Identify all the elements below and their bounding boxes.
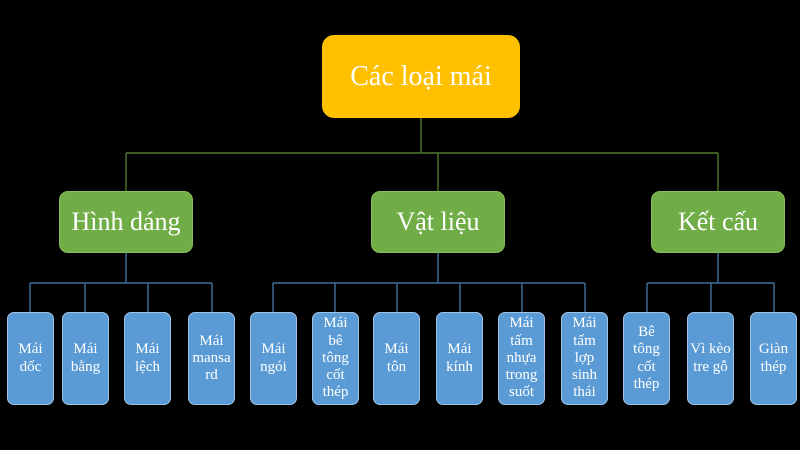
branch-node-label: Vật liệu — [396, 207, 480, 236]
leaf-node-mai-mansard: Mái mansard — [188, 312, 235, 405]
branch2-to-leaves-connector — [272, 253, 586, 312]
leaf-node-mai-tam-lop-sinh-thai: Mái tấm lợp sinh thái — [561, 312, 608, 405]
leaf-node-label: Giàn thép — [758, 341, 789, 375]
leaf-node-label: Mái mansard — [192, 332, 231, 384]
leaf-node-gian-thep: Giàn thép — [750, 312, 797, 405]
branch-node-ket-cau: Kết cấu — [651, 191, 785, 253]
leaf-node-be-tong-cot-thep: Bê tông cốt thép — [623, 312, 670, 405]
leaf-node-label: Mái kính — [446, 341, 473, 375]
leaf-node-label: Mái bằng — [70, 341, 101, 375]
leaf-node-mai-ton: Mái tôn — [373, 312, 420, 405]
branch3-to-leaves-connector — [646, 253, 775, 312]
root-to-branch-connector — [125, 118, 719, 191]
leaf-node-mai-ngoi: Mái ngói — [250, 312, 297, 405]
root-node-cac-loai-mai: Các loại mái — [322, 35, 520, 118]
leaf-node-label: Vì kèo tre gỗ — [690, 341, 731, 375]
leaf-node-label: Mái lệch — [135, 341, 160, 375]
leaf-node-label: Mái dốc — [18, 341, 43, 375]
leaf-node-label: Mái ngói — [260, 341, 287, 375]
branch-node-label: Kết cấu — [677, 207, 759, 236]
leaf-node-label: Mái tấm nhựa trong suốt — [505, 315, 538, 401]
leaf-node-label: Mái tấm lợp sinh thái — [571, 315, 597, 401]
leaf-node-label: Mái bê tông cốt thép — [322, 315, 349, 401]
leaf-node-vi-keo-tre-go: Vì kèo tre gỗ — [687, 312, 734, 405]
leaf-node-mai-bang: Mái bằng — [62, 312, 109, 405]
leaf-node-label: Mái tôn — [384, 341, 409, 375]
root-node-label: Các loại mái — [350, 60, 492, 92]
leaf-node-label: Bê tông cốt thép — [633, 324, 660, 392]
branch-node-hinh-dang: Hình dáng — [59, 191, 193, 253]
branch-node-vat-lieu: Vật liệu — [371, 191, 505, 253]
leaf-node-mai-tam-nhua-trong-suot: Mái tấm nhựa trong suốt — [498, 312, 545, 405]
leaf-node-mai-lech: Mái lệch — [124, 312, 171, 405]
leaf-node-mai-kinh: Mái kính — [436, 312, 483, 405]
leaf-node-mai-be-tong-cot-thep: Mái bê tông cốt thép — [312, 312, 359, 405]
branch1-to-leaves-connector — [29, 253, 213, 312]
leaf-node-mai-doc: Mái dốc — [7, 312, 54, 405]
branch-node-label: Hình dáng — [71, 207, 181, 236]
